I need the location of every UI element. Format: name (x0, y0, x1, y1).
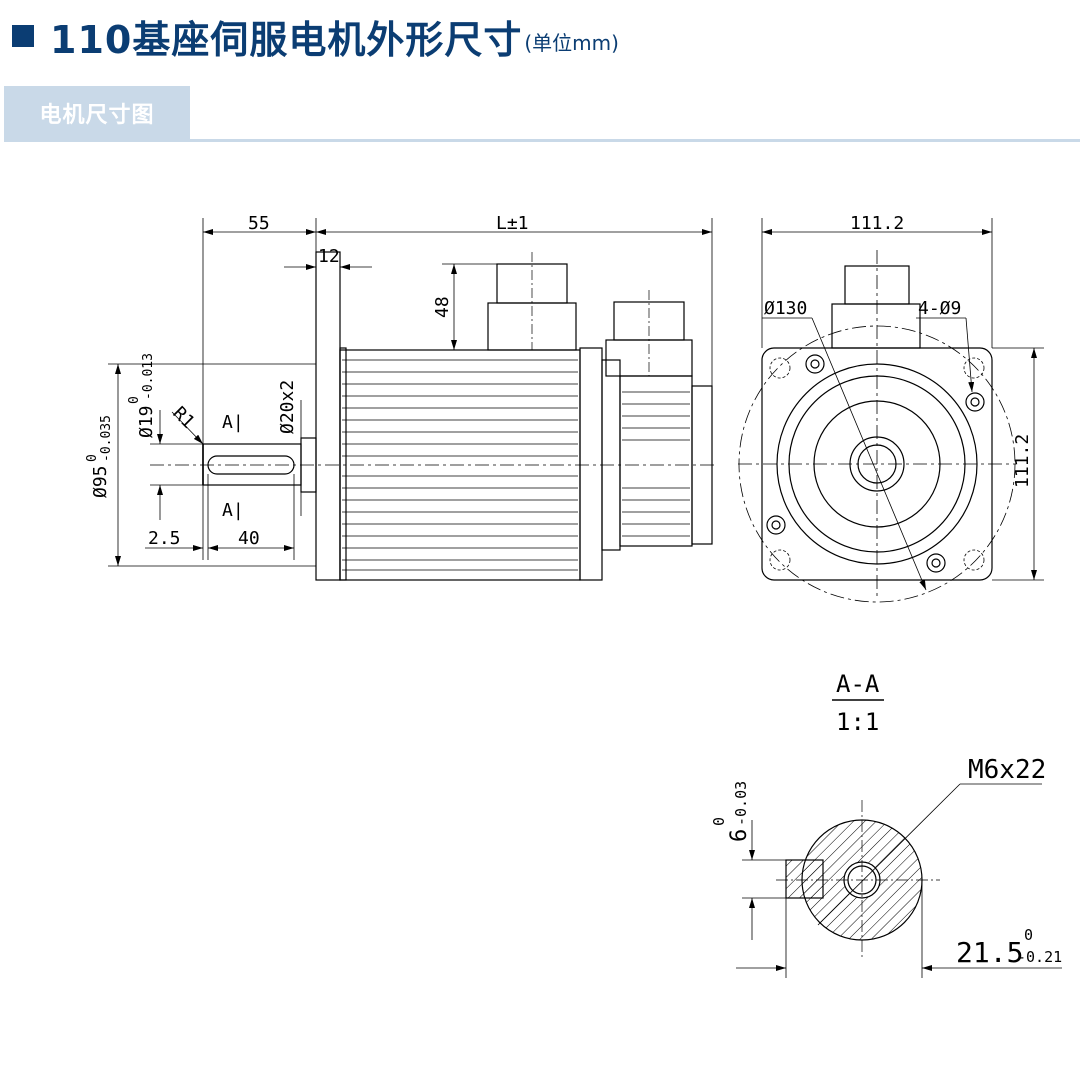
dim-connector-height: 48 (432, 296, 453, 318)
side-dim-lines (108, 218, 713, 567)
dim-flange-height: 111.2 (1012, 434, 1033, 488)
keyway-outline (207, 455, 295, 475)
dim-key-tol-up: 0 (710, 817, 728, 826)
dim-key-depth: 21.5 (956, 936, 1023, 969)
tab-underline (4, 139, 1080, 142)
dim-pilot-tol-lo: -0.035 (99, 415, 114, 462)
tab-motor-dimensions[interactable]: 电机尺寸图 (4, 86, 190, 139)
mount-hole-tl (769, 357, 791, 379)
dim-key-length: 40 (238, 528, 260, 549)
section-label: A-A (836, 670, 880, 698)
dim-pitch-circle: Ø130 (764, 298, 807, 319)
dim-shaft-diameter: Ø19 (136, 405, 157, 438)
dim-key-size: Ø20x2 (277, 380, 298, 434)
dim-thread: M6x22 (968, 755, 1046, 785)
side-view (108, 218, 718, 581)
dim-flange-thickness: 12 (318, 246, 340, 267)
dim-shaft-length: 55 (248, 213, 270, 234)
page-title: 110基座伺服电机外形尺寸 (50, 17, 523, 62)
dim-depth-tol-lo: -0.21 (1017, 948, 1062, 966)
title-unit: (单位mm) (524, 31, 619, 55)
shaft-outline (202, 443, 302, 486)
mount-hole-bl (769, 549, 791, 571)
section-mark-bottom: A| (222, 500, 244, 521)
dim-mount-holes: 4-Ø9 (918, 298, 961, 319)
mount-hole-tr (963, 357, 985, 379)
dim-key-tol-lo: -0.03 (732, 781, 750, 826)
dim-pilot-diameter: Ø95 (90, 465, 111, 498)
mount-hole-br (963, 549, 985, 571)
front-view-labels: 111.2 111.2 Ø130 4-Ø9 (764, 213, 1033, 488)
dim-offset: 2.5 (148, 528, 181, 549)
dim-shaft-tol-up: 0 (127, 396, 142, 404)
dim-pilot-tol-up: 0 (85, 454, 100, 462)
key-section (785, 859, 824, 899)
front-view (738, 218, 1044, 603)
body-fins (342, 359, 578, 571)
dim-key-width: 6 (727, 829, 752, 842)
section-tab-bar: 电机尺寸图 (4, 86, 1080, 142)
rear-fins (622, 391, 690, 537)
side-view-labels: 55 L±1 12 48 Ø95 0 -0.035 Ø19 0 -0.013 R… (85, 213, 529, 549)
section-mark-top: A| (222, 412, 244, 433)
front-dim-lines (761, 218, 1044, 591)
section-scale: 1:1 (836, 708, 879, 736)
dim-fillet-radius: R1 (168, 403, 198, 433)
dim-shaft-tol-lo: -0.013 (141, 353, 156, 400)
title-bullet (12, 25, 34, 47)
dim-flange-width: 111.2 (850, 213, 904, 234)
dim-body-length: L±1 (496, 213, 529, 234)
dim-depth-tol-up: 0 (1024, 926, 1033, 944)
flange-outline (315, 251, 341, 581)
page-header: 110基座伺服电机外形尺寸 (单位mm) (8, 10, 619, 62)
section-view: A-A 1:1 M6x22 6 0 -0.03 21.5 0 -0.21 (710, 670, 1062, 978)
front-connector (831, 303, 921, 349)
